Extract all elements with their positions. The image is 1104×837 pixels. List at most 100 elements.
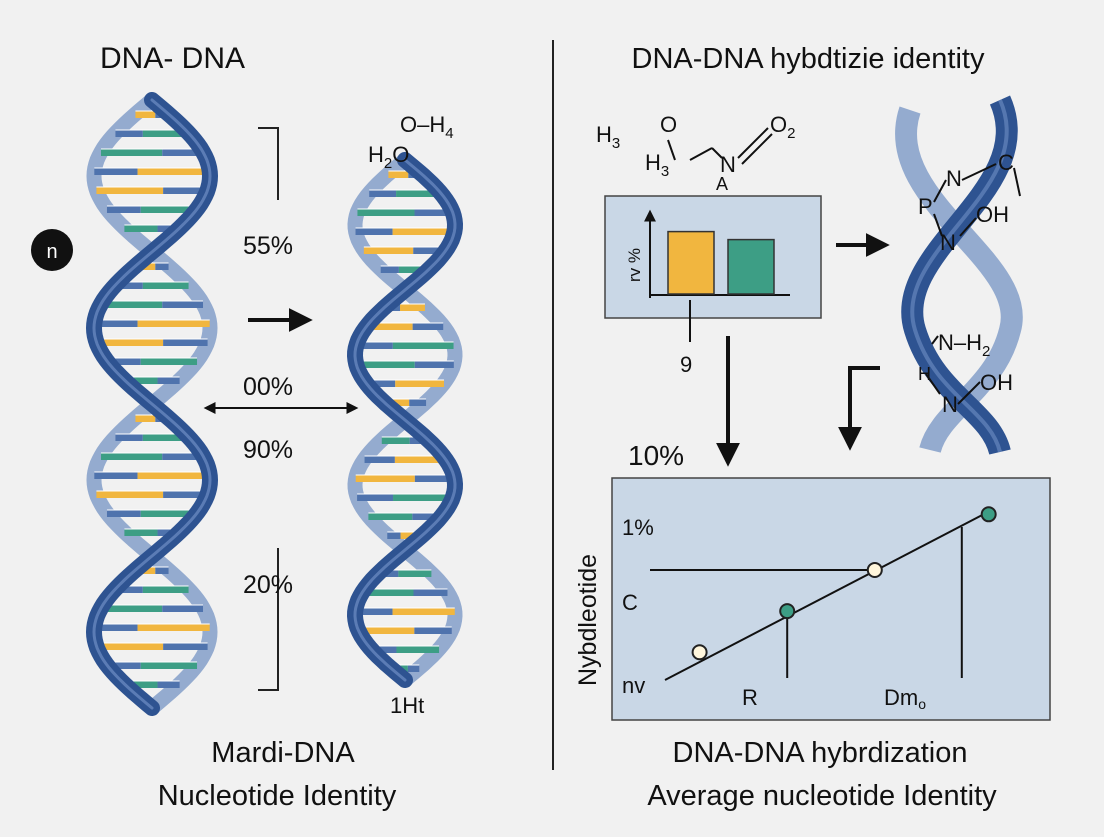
- base-pair: [94, 472, 138, 479]
- base-pair: [380, 266, 399, 273]
- base-pair: [368, 513, 413, 520]
- mini-chart-bar: [727, 238, 775, 295]
- base-pair: [414, 627, 452, 634]
- line-chart-point: [691, 644, 708, 661]
- line-chart-point: [980, 506, 997, 523]
- base-pair: [381, 437, 410, 444]
- base-pair: [400, 304, 425, 311]
- formula-n: N: [720, 152, 736, 177]
- base-pair: [387, 532, 401, 539]
- base-pair: [140, 510, 198, 517]
- base-pair: [100, 301, 163, 308]
- atom-p: P: [918, 194, 933, 219]
- formula-o: O: [660, 112, 677, 137]
- mini-chart-y-label: rv %: [625, 248, 644, 282]
- formula-o2: O2: [770, 112, 795, 142]
- base-pair: [414, 361, 454, 368]
- base-pair: [355, 228, 393, 235]
- base-pair: [412, 513, 442, 520]
- base-pair: [362, 589, 414, 596]
- base-pair: [96, 491, 164, 498]
- base-pair: [142, 130, 189, 137]
- line-chart-point: [779, 603, 796, 620]
- bracket-top: [258, 127, 279, 200]
- base-pair: [409, 399, 427, 406]
- base-pair: [157, 681, 180, 688]
- base-pair: [142, 434, 189, 441]
- base-pair: [364, 456, 395, 463]
- base-pair: [96, 339, 164, 346]
- base-pair: [140, 662, 198, 669]
- helix-atom-bonds-top: [933, 163, 1021, 237]
- line-chart-y-mid: C: [622, 590, 638, 615]
- base-pair: [124, 681, 158, 688]
- arrow-curve-down: [838, 366, 880, 451]
- percent-bottom: 20%: [243, 571, 293, 599]
- base-pair: [100, 149, 163, 156]
- base-pair: [137, 168, 210, 175]
- atom-nh2: N–H2: [938, 330, 990, 360]
- formula-h2o: H2O: [368, 142, 409, 172]
- helix-bottom-label: 1Ht: [390, 693, 424, 718]
- base-pair: [137, 320, 210, 327]
- base-pair: [135, 111, 156, 118]
- line-chart-y-label: Nybdleotide: [574, 554, 602, 686]
- formula-oh4: O–H4: [400, 112, 454, 142]
- base-pair: [357, 494, 394, 501]
- base-pair: [413, 247, 447, 254]
- base-pair: [124, 225, 158, 232]
- base-pair: [115, 586, 143, 593]
- base-pair: [163, 491, 208, 498]
- base-pair: [96, 187, 164, 194]
- base-pair: [142, 586, 189, 593]
- base-pair: [106, 510, 141, 517]
- front-strand-shine: [92, 98, 212, 710]
- base-pair: [363, 247, 414, 254]
- base-pair: [100, 453, 163, 460]
- right-caption-line1: DNA-DNA hybrdization: [673, 737, 968, 769]
- percent-label-right: 10%: [628, 440, 684, 471]
- atom-oh-bottom: OH: [980, 370, 1013, 395]
- line-chart-y-bottom: nv: [622, 673, 645, 698]
- info-badge: n: [31, 229, 73, 271]
- base-pair: [155, 263, 169, 270]
- base-pair: [396, 190, 441, 197]
- formula-bonds: [667, 127, 773, 165]
- base-pair: [369, 190, 397, 197]
- base-pair: [407, 665, 420, 672]
- percent-top: 55%: [243, 232, 293, 260]
- base-pair: [100, 605, 163, 612]
- base-pair: [94, 624, 138, 631]
- base-pair: [393, 494, 453, 501]
- base-pair: [94, 168, 138, 175]
- atom-n-bottom: N: [942, 392, 958, 417]
- base-pair: [355, 475, 415, 482]
- line-chart-plot: [650, 506, 997, 681]
- base-pair: [398, 266, 430, 273]
- left-caption-line1: Mardi-DNA: [211, 737, 355, 769]
- atom-oh-top: OH: [976, 202, 1009, 227]
- formula-h3-a: H3: [596, 122, 620, 152]
- percent-mid-a: 00%: [243, 373, 293, 401]
- base-pair: [157, 377, 180, 384]
- right-caption-line2: Average nucleotide Identity: [647, 780, 997, 812]
- atom-n-mid: N: [940, 230, 956, 255]
- formula-a: A: [716, 174, 728, 194]
- left-heading: DNA- DNA: [100, 42, 245, 75]
- base-pair: [366, 380, 396, 387]
- base-pair: [366, 323, 413, 330]
- left-caption-line2: Nucleotide Identity: [158, 780, 397, 812]
- helix-atom-bonds-bottom: [925, 335, 981, 405]
- base-pair: [115, 434, 143, 441]
- dna-double-helix-left: [85, 92, 219, 716]
- base-pair: [163, 187, 208, 194]
- base-pair: [358, 627, 415, 634]
- base-pair: [395, 380, 444, 387]
- base-pair: [413, 589, 448, 596]
- line-chart-marker-r: R: [742, 685, 758, 710]
- base-pair: [96, 643, 164, 650]
- mini-chart-bars: [667, 230, 775, 295]
- base-pair: [162, 149, 204, 156]
